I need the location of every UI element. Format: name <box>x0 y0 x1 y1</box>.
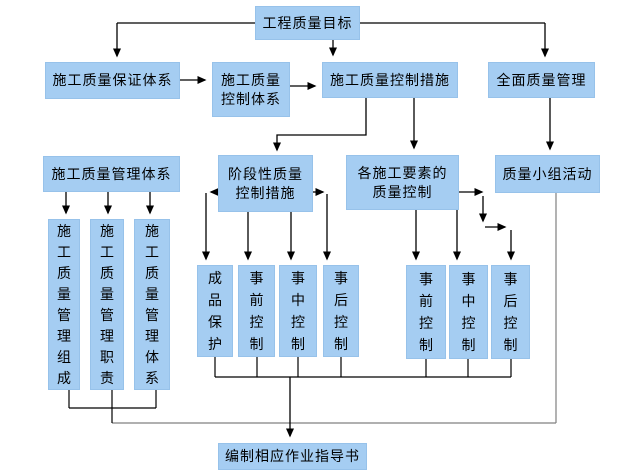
node-quality-team-activities: 质量小组活动 <box>495 155 600 193</box>
vertical-label: 事前控制 <box>419 271 433 353</box>
node-quality-mgmt-system: 施工质量管理体系 <box>134 219 170 390</box>
node-engineering-quality-goal: 工程质量目标 <box>255 6 360 40</box>
node-pre-control-left: 事前控制 <box>238 265 275 357</box>
node-staged-quality-control-measures: 阶段性质量 控制措施 <box>218 155 313 212</box>
vertical-label: 事后控制 <box>334 270 348 352</box>
node-post-control-right: 事后控制 <box>491 265 530 359</box>
vertical-label: 施工质量管理体系 <box>145 222 159 386</box>
vertical-label: 施工质量管理组成 <box>57 222 71 386</box>
node-compile-work-instructions: 编制相应作业指导书 <box>218 443 367 470</box>
node-quality-mgmt-composition: 施工质量管理组成 <box>48 219 80 390</box>
gray-connectors <box>112 192 557 424</box>
vertical-label: 施工质量管理职责 <box>100 222 114 386</box>
node-mid-control-right: 事中控制 <box>449 265 488 359</box>
node-quality-mgmt-duties: 施工质量管理职责 <box>90 219 124 390</box>
vertical-label: 成品保护 <box>208 270 222 352</box>
vertical-label: 事前控制 <box>249 270 264 352</box>
vertical-label: 事中控制 <box>291 270 305 352</box>
node-construction-quality-control-system: 施工质量 控制体系 <box>212 62 290 117</box>
node-mid-control-left: 事中控制 <box>279 265 317 357</box>
node-total-quality-management: 全面质量管理 <box>488 62 595 98</box>
vertical-label: 事后控制 <box>503 271 518 353</box>
node-element-quality-control: 各施工要素的 质量控制 <box>346 155 459 210</box>
node-post-control-left: 事后控制 <box>323 265 359 357</box>
node-pre-control-right: 事前控制 <box>406 265 446 359</box>
vertical-label: 事中控制 <box>461 271 476 353</box>
node-construction-quality-control-measures: 施工质量控制措施 <box>322 62 458 98</box>
node-construction-quality-assurance-system: 施工质量保证体系 <box>45 62 180 99</box>
arrow-connectors <box>62 23 554 438</box>
node-product-protection: 成品保护 <box>197 265 233 357</box>
bracket-lines <box>68 22 545 423</box>
node-construction-quality-management-system: 施工质量管理体系 <box>43 156 180 192</box>
